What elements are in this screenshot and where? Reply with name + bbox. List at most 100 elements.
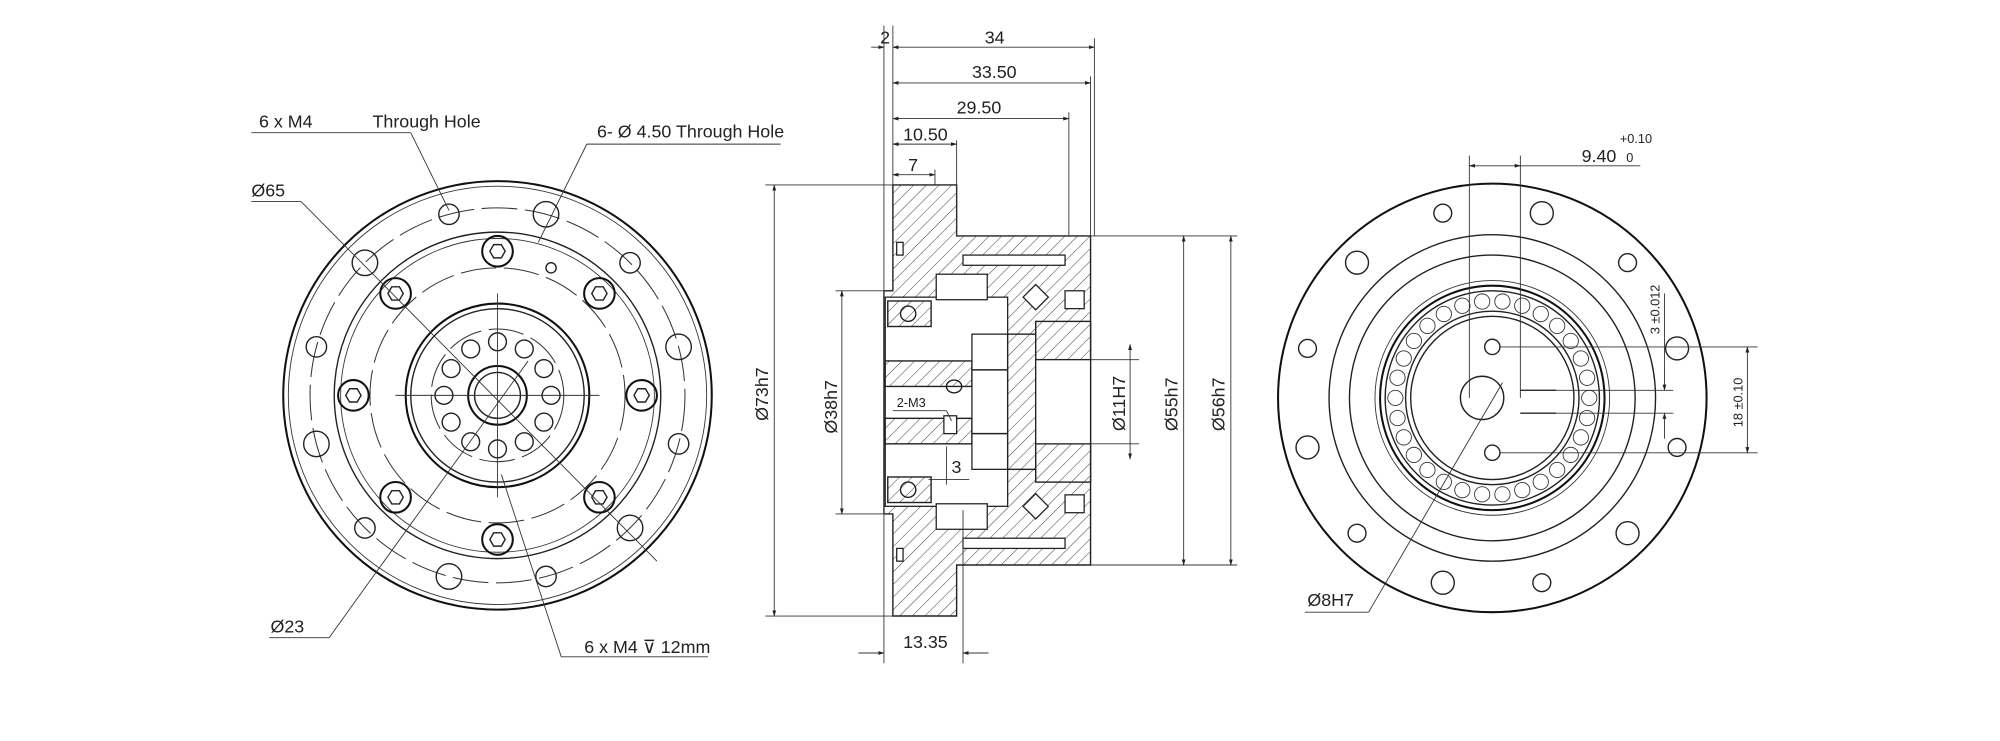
through-hole [667, 432, 690, 455]
mount-hole [1295, 435, 1320, 460]
dia-23-label: Ø23 [270, 617, 304, 637]
roller [1532, 305, 1549, 323]
center-bore [1459, 375, 1505, 421]
roller [1514, 482, 1531, 499]
through-hole-label: Through Hole [373, 112, 481, 132]
socket-head-screw [379, 277, 412, 310]
roller [1514, 297, 1531, 314]
dim-7: 7 [908, 155, 918, 175]
dia-55h7: Ø55h7 [1161, 377, 1181, 431]
roller [1562, 446, 1579, 463]
hub-hole [534, 358, 554, 379]
dim-33-50: 33.50 [972, 62, 1017, 82]
dia-8h7: Ø8H7 [1307, 590, 1354, 610]
mount-hole [1430, 570, 1455, 595]
bearing-inner [1404, 310, 1580, 486]
roller [1405, 332, 1422, 350]
dim-3: 3 [952, 457, 962, 477]
bolt-circle [309, 207, 686, 584]
mount-hole [1347, 523, 1367, 543]
mount-hole [1344, 250, 1370, 275]
dim-34: 34 [985, 27, 1005, 47]
hex-socket-icon [590, 286, 608, 301]
tol-lower: 0 [1626, 150, 1633, 165]
through-hole [535, 565, 557, 588]
hex-socket-icon [489, 243, 506, 259]
hub-hole [534, 412, 554, 432]
through-hole [616, 514, 644, 542]
section-view [883, 184, 1092, 617]
dim-2: 2 [880, 27, 890, 47]
socket-head-screw [583, 480, 616, 514]
hex-socket-icon [344, 388, 362, 403]
m4-depth-label: 6 x M4 ⊽ 12mm [584, 637, 710, 657]
rear-view-dimensions: 9.40 +0.10 0 3 ±0.012 18 ±0.10 Ø8H7 [1304, 131, 1758, 613]
ring [333, 231, 662, 560]
roller [1474, 293, 1491, 310]
roller [1474, 486, 1491, 503]
roller [1395, 429, 1412, 446]
through-hole [302, 430, 330, 458]
hub-hole [461, 432, 481, 452]
roller [1494, 293, 1511, 310]
through-hole [354, 517, 376, 539]
hub-hole [461, 339, 481, 359]
dim-13-35: 13.35 [903, 632, 948, 652]
m4-through-label: 6 x M4 [259, 112, 313, 132]
through-hole [438, 203, 460, 226]
roller [1435, 473, 1452, 490]
roller [1572, 350, 1589, 367]
pin-hole [545, 262, 557, 274]
dim-9-40: 9.40 [1582, 146, 1617, 166]
roller [1389, 409, 1406, 427]
socket-head-screw [379, 480, 412, 514]
mount-hole [1615, 521, 1640, 546]
hole-4-50-label: 6- Ø 4.50 Through Hole [597, 122, 784, 142]
hub-hole [514, 432, 534, 452]
roller [1454, 482, 1471, 499]
roller [1387, 389, 1404, 407]
hub-hole [441, 358, 461, 379]
roller [1581, 389, 1598, 407]
roller [1562, 332, 1579, 350]
front-view-labels: 6 x M4 Through Hole 6- Ø 4.50 Through Ho… [251, 112, 784, 658]
m3-label: 2-M3 [897, 395, 926, 410]
mount-hole [1664, 336, 1690, 361]
through-hole [305, 335, 328, 358]
socket-head-screw [337, 379, 370, 412]
roller [1549, 317, 1566, 334]
section-view-dimensions: 2 34 33.50 29.50 10.50 7 13.35 Ø73h7 Ø38… [752, 25, 1238, 664]
rear-view [1277, 182, 1708, 614]
ring [1328, 233, 1657, 562]
mount-hole [1532, 573, 1552, 593]
roller [1572, 429, 1589, 446]
mount-hole [1433, 203, 1453, 223]
roller [1395, 350, 1412, 367]
through-hole [435, 563, 463, 590]
bearing-inner [1409, 315, 1575, 481]
dim-10-50: 10.50 [903, 124, 948, 144]
socket-circle [369, 267, 626, 524]
through-hole [619, 251, 641, 274]
m3-hole [1483, 444, 1501, 462]
socket-head-screw [481, 523, 514, 556]
bearing-outer [1379, 284, 1606, 512]
dim-18-tol: 18 ±0.10 [1730, 378, 1745, 428]
roller [1419, 461, 1436, 479]
dim-29-50: 29.50 [957, 98, 1002, 118]
hex-socket-icon [590, 489, 608, 505]
roller [1389, 369, 1406, 386]
dia-11h7: Ø11H7 [1109, 376, 1129, 431]
ring [340, 238, 655, 553]
dia-73h7: Ø73h7 [752, 367, 772, 421]
bearing-outer [1384, 290, 1601, 506]
hex-socket-icon [387, 489, 405, 505]
roller [1579, 369, 1596, 386]
mount-hole [1667, 437, 1687, 458]
hex-socket-icon [489, 532, 506, 547]
socket-head-screw [583, 277, 616, 310]
roller [1419, 317, 1436, 334]
through-hole [351, 249, 379, 277]
front-view [282, 180, 713, 611]
